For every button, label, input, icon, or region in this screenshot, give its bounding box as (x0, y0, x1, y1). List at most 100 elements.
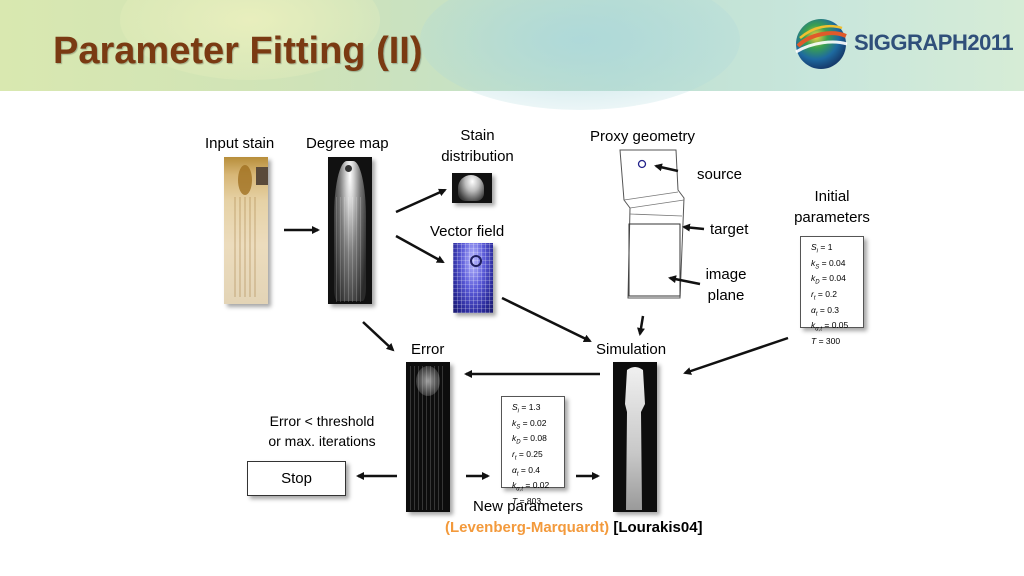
label-line: plane (707, 287, 745, 304)
label-line: image (705, 266, 747, 283)
parameter-row: kS = 0.02 (512, 418, 554, 434)
simulation-image (613, 362, 657, 512)
label-new-parameters: New parameters (473, 498, 584, 515)
label-degree-map: Degree map (306, 135, 389, 152)
method-name: (Levenberg-Marquardt) (445, 519, 610, 536)
parameter-row: αt = 0.3 (811, 305, 853, 321)
label-line: or max. iterations (268, 433, 376, 449)
input-stain-image (224, 157, 268, 304)
arrow-proxy-to-simulation (637, 315, 645, 336)
parameter-subscript: α,t (516, 487, 524, 494)
header-decoration (420, 0, 740, 110)
parameter-symbol: k (811, 320, 816, 331)
parameter-value: = 300 (816, 336, 841, 347)
parameter-value: = 0.02 (520, 417, 547, 428)
parameter-symbol: T (811, 336, 817, 347)
vector-field-hole (470, 255, 482, 267)
parameter-subscript: α,t (815, 327, 823, 334)
label-error: Error (411, 341, 445, 358)
label-initial-parameters: Initial parameters (786, 186, 878, 228)
parameter-symbol: T (512, 496, 518, 507)
parameter-symbol: r (811, 289, 814, 300)
parameter-symbol: S (512, 402, 518, 412)
label-line: Initial (814, 188, 850, 205)
error-highlight (416, 366, 440, 396)
parameter-value: = 803 (517, 496, 542, 507)
stop-box: Stop (247, 461, 346, 496)
parameter-row: Si = 1.3 (512, 402, 554, 418)
stain-dark-corner (256, 167, 268, 185)
arrow-source-label (654, 163, 679, 173)
source-marker (637, 159, 647, 169)
parameter-value: = 0.4 (518, 464, 541, 475)
label-stop-condition: Error < threshold or max. iterations (262, 411, 382, 451)
reference: [Lourakis04] (613, 519, 703, 536)
parameter-row: αt = 0.4 (512, 465, 554, 481)
label-line: parameters (794, 209, 870, 226)
siggraph-logo-text: SIGGRAPH2011 (854, 30, 1014, 55)
degree-map-glow (334, 161, 366, 301)
stain-spot (238, 165, 252, 195)
stain-streak (234, 197, 258, 297)
proxy-geometry-diagram (619, 149, 685, 299)
parameter-subscript: D (815, 280, 820, 287)
label-line: Error < threshold (269, 413, 375, 429)
parameter-row: T = 803 (512, 496, 554, 507)
parameter-symbol: α (512, 464, 517, 475)
parameter-value: = 1 (818, 242, 833, 252)
citation: (Levenberg-Marquardt) [Lourakis04] (445, 519, 703, 536)
label-source: source (697, 166, 743, 183)
stop-label: Stop (281, 470, 312, 487)
siggraph-logo: SIGGRAPH2011 (790, 16, 1015, 72)
parameter-subscript: S (815, 264, 820, 271)
arrow-image-plane-label (668, 275, 701, 286)
parameter-symbol: k (512, 480, 517, 491)
label-simulation: Simulation (596, 341, 667, 358)
arrow-initial-to-simulation (683, 336, 789, 375)
parameter-symbol: S (811, 242, 817, 252)
parameter-row: kα,t = 0.05 (811, 320, 853, 336)
parameter-row: rt = 0.25 (512, 449, 554, 465)
simulation-shape (625, 367, 645, 510)
degree-map-image (328, 157, 372, 304)
parameter-value: = 0.3 (817, 304, 840, 315)
arrow-degree-to-error (362, 321, 395, 352)
label-proxy-geometry: Proxy geometry (590, 128, 696, 145)
siggraph-globe-icon (795, 19, 848, 69)
parameter-row: kD = 0.04 (811, 273, 853, 289)
parameter-symbol: k (811, 273, 816, 284)
vector-field-grid (453, 243, 493, 313)
parameter-symbol: k (512, 417, 517, 428)
parameter-symbol: α (811, 304, 816, 315)
label-vector-field: Vector field (430, 223, 505, 240)
parameter-value: = 1.3 (519, 402, 541, 412)
parameter-symbol: k (811, 257, 816, 268)
arrow-target-label (682, 223, 705, 232)
parameter-subscript: D (516, 440, 521, 447)
slide-title: Parameter Fitting (II) (53, 30, 423, 72)
parameter-subscript: t (516, 471, 519, 478)
label-line: distribution (441, 148, 514, 165)
stain-distribution-image (452, 173, 492, 203)
parameter-symbol: k (512, 433, 517, 444)
parameter-row: Si = 1 (811, 242, 853, 258)
label-target: target (710, 221, 749, 238)
parameter-subscript: t (514, 455, 517, 462)
parameter-row: kα,t = 0.02 (512, 480, 554, 496)
degree-map-texture (336, 197, 364, 302)
label-line: Stain (460, 127, 495, 144)
parameter-subscript: S (516, 424, 521, 431)
parameter-value: = 0.2 (815, 289, 838, 300)
parameter-value: = 0.08 (520, 433, 547, 444)
parameter-row: T = 300 (811, 336, 853, 347)
image-plane-rect (628, 223, 681, 297)
label-stain-distribution: Stain distribution (430, 125, 525, 167)
parameter-value: = 0.05 (822, 320, 849, 331)
arrow-vector-to-simulation (501, 296, 592, 343)
parameter-symbol: r (512, 449, 515, 460)
parameter-row: rt = 0.2 (811, 289, 853, 305)
parameter-value: = 0.25 (516, 449, 543, 460)
distribution-blob (458, 175, 484, 201)
